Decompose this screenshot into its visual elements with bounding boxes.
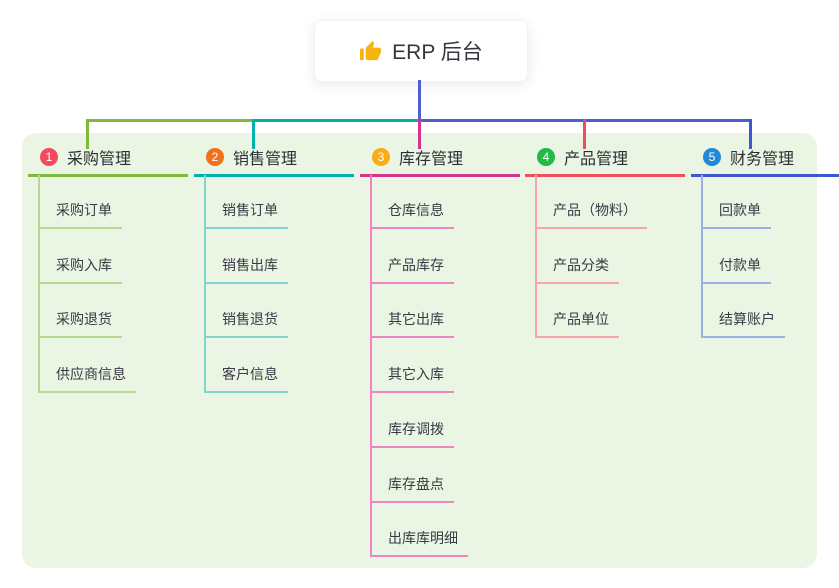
connector-line xyxy=(418,80,421,119)
child-connector-line xyxy=(38,175,40,393)
connector-line xyxy=(749,119,752,149)
child-node[interactable]: 供应商信息 xyxy=(38,364,136,393)
child-node[interactable]: 结算账户 xyxy=(701,309,785,338)
child-connector-line xyxy=(204,175,206,393)
child-node[interactable]: 销售订单 xyxy=(204,200,288,229)
thumbs-up-icon xyxy=(359,40,382,63)
child-node[interactable]: 销售退货 xyxy=(204,309,288,338)
branch-label: 产品管理 xyxy=(564,151,629,168)
branch-badge: 5 xyxy=(703,148,721,166)
connector-line xyxy=(252,119,255,149)
branch-node-4[interactable]: 4 产品管理 xyxy=(525,143,685,177)
child-connector-line xyxy=(701,175,703,338)
connector-line xyxy=(418,119,421,149)
branch-label: 采购管理 xyxy=(67,151,132,168)
child-node[interactable]: 库存调拨 xyxy=(370,419,454,448)
child-node[interactable]: 回款单 xyxy=(701,200,771,229)
branch-node-1[interactable]: 1 采购管理 xyxy=(28,143,188,177)
branch-node-2[interactable]: 2 销售管理 xyxy=(194,143,354,177)
branch-label: 库存管理 xyxy=(399,151,464,168)
child-node[interactable]: 仓库信息 xyxy=(370,200,454,229)
connector-line xyxy=(86,119,89,149)
branch-badge: 1 xyxy=(40,148,58,166)
child-node[interactable]: 出库库明细 xyxy=(370,528,468,557)
child-connector-line xyxy=(535,175,537,338)
child-node[interactable]: 采购退货 xyxy=(38,309,122,338)
branch-badge: 4 xyxy=(537,148,555,166)
child-node[interactable]: 产品分类 xyxy=(535,255,619,284)
branch-label: 销售管理 xyxy=(233,151,298,168)
child-node[interactable]: 采购入库 xyxy=(38,255,122,284)
connector-line xyxy=(252,119,418,122)
child-node[interactable]: 其它出库 xyxy=(370,309,454,338)
child-node[interactable]: 产品单位 xyxy=(535,309,619,338)
connector-line xyxy=(86,119,252,122)
child-node[interactable]: 库存盘点 xyxy=(370,474,454,503)
child-node[interactable]: 付款单 xyxy=(701,255,771,284)
branch-badge: 2 xyxy=(206,148,224,166)
child-node[interactable]: 采购订单 xyxy=(38,200,122,229)
root-node[interactable]: ERP 后台 xyxy=(314,20,528,82)
child-node[interactable]: 其它入库 xyxy=(370,364,454,393)
branch-label: 财务管理 xyxy=(730,151,795,168)
child-node[interactable]: 产品库存 xyxy=(370,255,454,284)
branch-badge: 3 xyxy=(372,148,390,166)
root-title: ERP 后台 xyxy=(392,41,483,64)
child-node[interactable]: 客户信息 xyxy=(204,364,288,393)
branch-node-3[interactable]: 3 库存管理 xyxy=(360,143,520,177)
child-node[interactable]: 产品（物料） xyxy=(535,200,647,229)
connector-line xyxy=(583,119,586,149)
child-connector-line xyxy=(370,175,372,557)
branch-node-5[interactable]: 5 财务管理 xyxy=(691,143,839,177)
branches-panel xyxy=(22,133,817,568)
child-node[interactable]: 销售出库 xyxy=(204,255,288,284)
